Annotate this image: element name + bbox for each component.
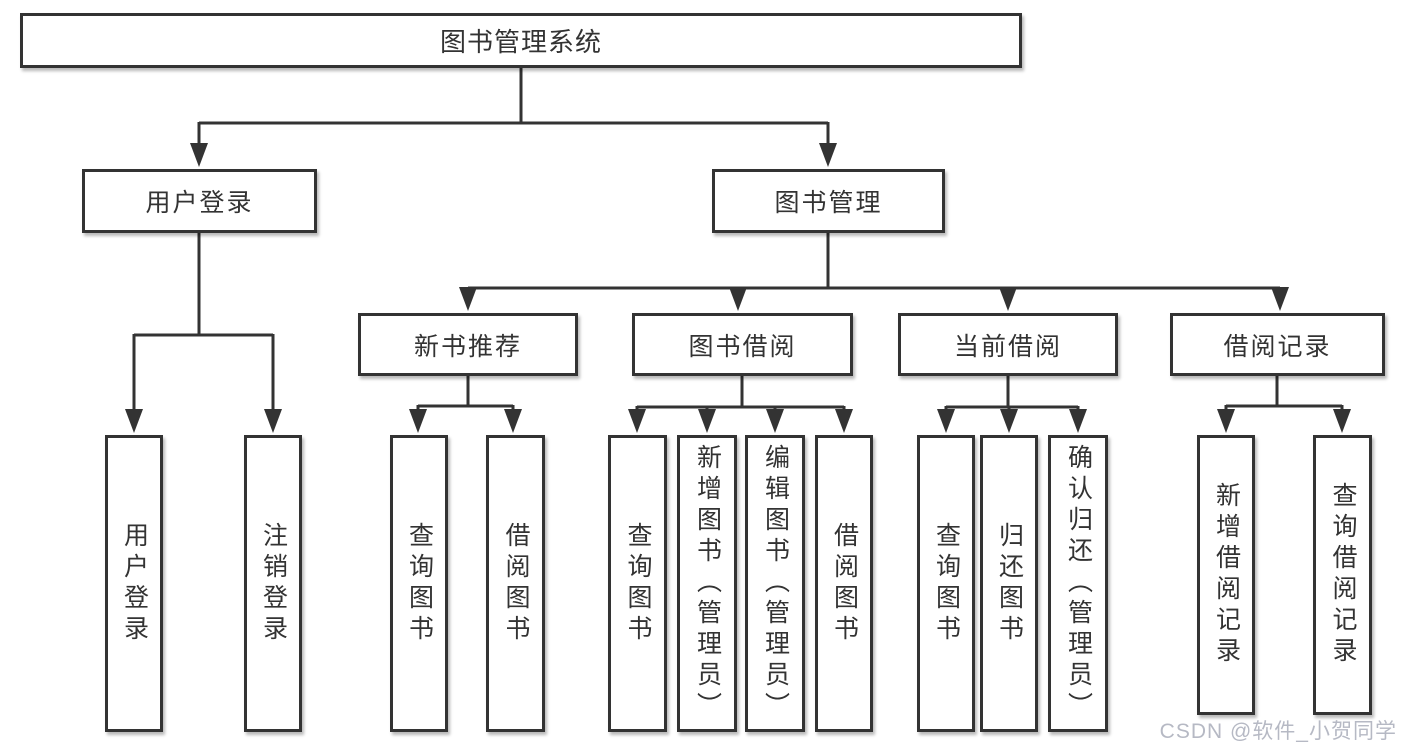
- node-borrowing-records: 借阅记录: [1170, 313, 1385, 376]
- node-records-query-record-label: 查询借阅记录: [1329, 482, 1357, 668]
- node-borrowing-records-label: 借阅记录: [1223, 332, 1332, 361]
- node-book-management-label: 图书管理: [774, 189, 883, 217]
- csdn-watermark: CSDN @软件_小贺同学: [1159, 720, 1397, 743]
- node-borrowing-edit-book-label: 编辑图书（管理员）: [761, 444, 790, 723]
- node-current-return-book: 归还图书: [980, 435, 1038, 732]
- node-recommend-borrow-book-label: 借阅图书: [502, 521, 530, 646]
- node-borrowing-add-book: 新增图书（管理员）: [677, 435, 737, 732]
- node-recommend-query-book-label: 查询图书: [405, 521, 434, 646]
- node-leaf-logout-label: 注销登录: [259, 521, 288, 646]
- node-leaf-logout: 注销登录: [244, 435, 302, 732]
- node-records-add-record-label: 新增借阅记录: [1212, 482, 1241, 668]
- node-book-borrowing: 图书借阅: [632, 313, 853, 376]
- node-current-query-book-label: 查询图书: [932, 521, 961, 646]
- node-book-management: 图书管理: [712, 169, 945, 233]
- node-new-book-recommend: 新书推荐: [358, 313, 578, 376]
- node-leaf-user-login: 用户登录: [105, 435, 163, 732]
- node-current-return-book-label: 归还图书: [995, 521, 1024, 646]
- node-new-book-recommend-label: 新书推荐: [413, 332, 522, 361]
- node-borrowing-borrow-book: 借阅图书: [815, 435, 873, 732]
- node-user-login: 用户登录: [82, 169, 317, 233]
- node-records-query-record: 查询借阅记录: [1313, 435, 1372, 715]
- node-root: 图书管理系统: [20, 13, 1022, 68]
- node-borrowing-query-book: 查询图书: [608, 435, 667, 732]
- node-current-borrowing: 当前借阅: [898, 313, 1118, 376]
- node-current-query-book: 查询图书: [917, 435, 975, 732]
- node-root-label: 图书管理系统: [439, 27, 602, 57]
- node-current-confirm-return-label: 确认归还（管理员）: [1064, 444, 1093, 723]
- node-borrowing-add-book-label: 新增图书（管理员）: [693, 444, 722, 723]
- node-recommend-borrow-book: 借阅图书: [486, 435, 545, 732]
- node-book-borrowing-label: 图书借阅: [688, 332, 797, 361]
- node-borrowing-edit-book: 编辑图书（管理员）: [745, 435, 805, 732]
- node-recommend-query-book: 查询图书: [390, 435, 448, 732]
- node-current-borrowing-label: 当前借阅: [953, 332, 1062, 361]
- node-leaf-user-login-label: 用户登录: [120, 521, 149, 646]
- node-user-login-label: 用户登录: [145, 189, 254, 217]
- node-records-add-record: 新增借阅记录: [1197, 435, 1255, 715]
- node-current-confirm-return: 确认归还（管理员）: [1048, 435, 1108, 732]
- node-borrowing-borrow-book-label: 借阅图书: [830, 521, 859, 646]
- node-borrowing-query-book-label: 查询图书: [624, 521, 652, 646]
